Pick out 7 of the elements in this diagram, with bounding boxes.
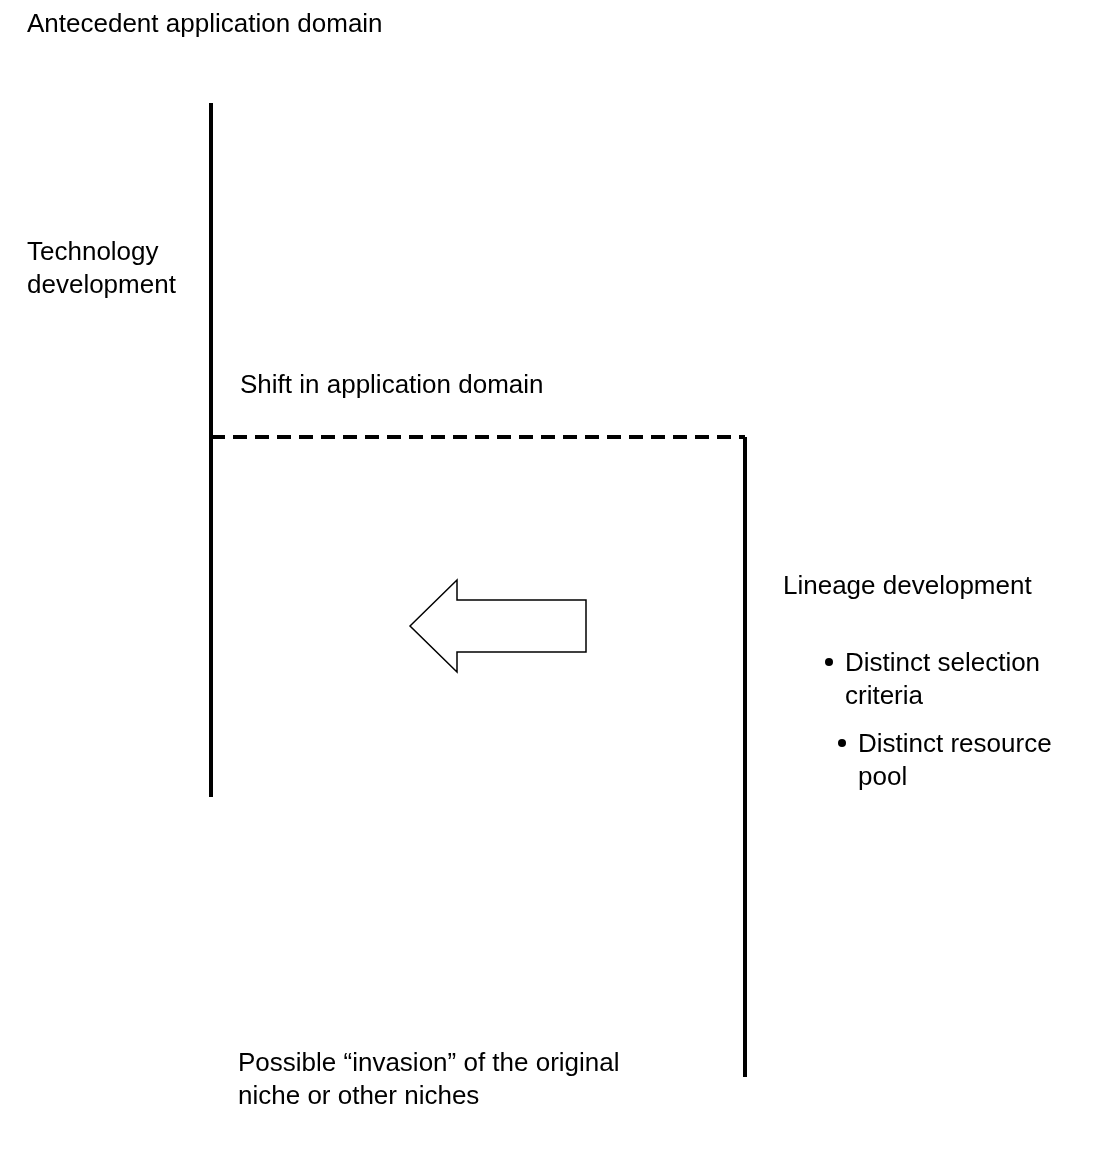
bullet-text: Distinct resource pool xyxy=(858,727,1053,793)
text-label: Lineage development xyxy=(783,569,1033,602)
text-label: Technology development xyxy=(27,235,177,301)
text-label: Possible “invasion” of the original niche or other niches xyxy=(238,1046,621,1112)
text-label: Antecedent application domain xyxy=(27,7,384,40)
text-label: Shift in application domain xyxy=(240,368,545,401)
bullet-text: Distinct selection criteria xyxy=(845,646,1042,712)
